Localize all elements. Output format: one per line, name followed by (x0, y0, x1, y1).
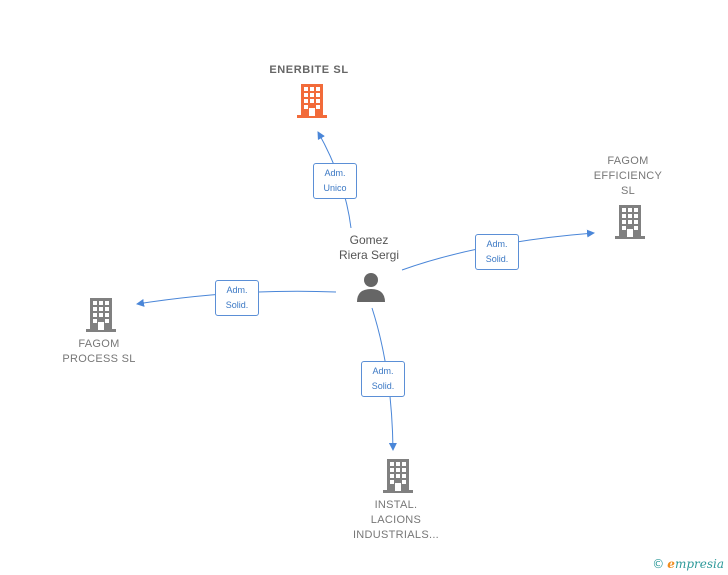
edge-label-fagom-efficiency: Adm. Solid. (475, 234, 519, 270)
edge-label-enerbite: Adm. Unico (313, 163, 357, 199)
building-icon[interactable] (382, 459, 414, 493)
company-name-enerbite[interactable]: ENERBITE SL (269, 64, 349, 76)
company-name-fagom-process[interactable]: FAGOM PROCESS SL (62, 338, 136, 365)
person-icon[interactable] (356, 272, 386, 302)
building-icon[interactable] (296, 84, 328, 118)
brand-initial: e (667, 557, 675, 571)
company-name-instal[interactable]: INSTAL. LACIONS INDUSTRIALS... (352, 499, 440, 541)
edge-label-instal: Adm. Solid. (361, 361, 405, 397)
building-icon[interactable] (85, 298, 117, 332)
building-icon[interactable] (614, 205, 646, 239)
edge-label-fagom-process: Adm. Solid. (215, 280, 259, 316)
person-name[interactable]: Gomez Riera Sergi (338, 233, 400, 262)
brand-name: mpresia (674, 557, 724, 571)
brand-logo: ©empresia (652, 557, 724, 571)
company-name-fagom-efficiency[interactable]: FAGOM EFFICIENCY SL (593, 155, 663, 197)
copyright-symbol: © (652, 557, 665, 571)
